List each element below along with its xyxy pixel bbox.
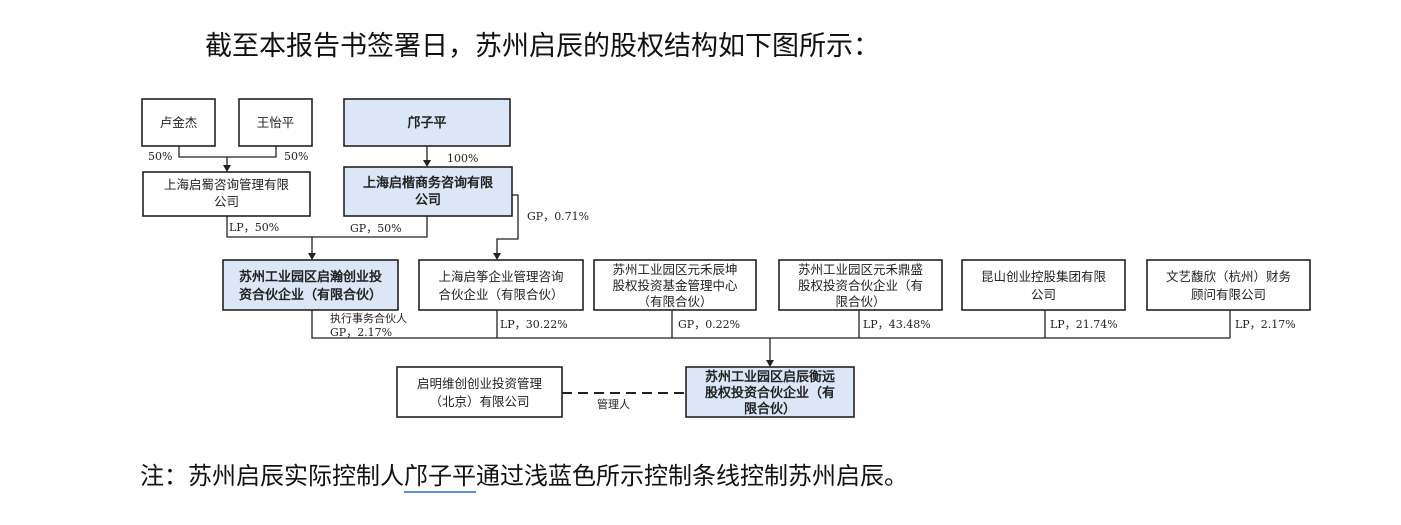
connector-lu-wang xyxy=(178,146,277,158)
svg-text:顾问有限公司: 顾问有限公司 xyxy=(1191,287,1266,302)
label-qishu-lp: LP，50% xyxy=(229,221,279,234)
svg-text:文艺馥欣（杭州）财务: 文艺馥欣（杭州）财务 xyxy=(1166,269,1291,284)
svg-text:限合伙）: 限合伙） xyxy=(835,294,885,309)
edge-labels: 50% 50% 100% LP，50% GP，50% GP，0.71% 执行事务… xyxy=(148,150,1296,411)
svg-text:上海启楷商务咨询有限: 上海启楷商务咨询有限 xyxy=(363,175,494,191)
svg-text:股权投资基金管理中心: 股权投资基金管理中心 xyxy=(612,278,738,293)
label-chenkun-gp: GP，0.22% xyxy=(678,318,740,331)
svg-text:（北京）有限公司: （北京）有限公司 xyxy=(429,394,529,409)
svg-text:公司: 公司 xyxy=(214,194,239,209)
label-qihan-gp: GP，2.17% xyxy=(330,326,392,339)
arrow-to-qihan xyxy=(308,253,316,260)
connector-bus xyxy=(311,310,1230,339)
footnote-controller: 邝子平 xyxy=(404,462,476,493)
label-manager: 管理人 xyxy=(597,397,630,411)
svg-text:昆山创业控股集团有限: 昆山创业控股集团有限 xyxy=(981,269,1107,284)
node-kunshan: 昆山创业控股集团有限 公司 xyxy=(961,259,1126,311)
svg-text:限合伙）: 限合伙） xyxy=(744,401,796,417)
footnote-prefix: 注：苏州启辰实际控制人 xyxy=(140,462,404,490)
svg-text:股权投资合伙企业（有: 股权投资合伙企业（有 xyxy=(705,385,835,401)
node-lu-jinjie: 卢金杰 xyxy=(141,98,216,147)
connector-qikai-qizheng xyxy=(496,194,519,253)
svg-text:苏州工业园区启瀚创业投: 苏州工业园区启瀚创业投 xyxy=(239,269,382,285)
connectors xyxy=(178,146,1231,394)
svg-text:股权投资合伙企业（有: 股权投资合伙企业（有 xyxy=(798,278,923,293)
node-kuang-ziping: 邝子平 xyxy=(343,98,511,147)
label-wenyi-lp: LP，2.17% xyxy=(1235,318,1296,331)
svg-text:公司: 公司 xyxy=(415,193,441,208)
label-lu-pct: 50% xyxy=(148,150,172,163)
label-dingsheng-lp: LP，43.48% xyxy=(863,318,931,331)
label-qihan-role: 执行事务合伙人 xyxy=(330,311,407,325)
node-shanghai-qikai: 上海启楷商务咨询有限 公司 xyxy=(343,166,513,217)
node-yuanhe-dingsheng: 苏州工业园区元禾鼎盛 股权投资合伙企业（有 限合伙） xyxy=(778,259,943,311)
arrow-to-qishu xyxy=(223,165,231,172)
svg-text:上海启蜀咨询管理有限: 上海启蜀咨询管理有限 xyxy=(164,177,290,192)
svg-text:（有限合伙）: （有限合伙） xyxy=(637,294,712,309)
footnote: 注：苏州启辰实际控制人邝子平通过浅蓝色所示控制条线控制苏州启辰。 xyxy=(140,456,908,493)
node-shanghai-qizheng: 上海启筝企业管理咨询 合伙企业（有限合伙） xyxy=(418,259,584,311)
node-wenyi-fuxin: 文艺馥欣（杭州）财务 顾问有限公司 xyxy=(1146,259,1311,311)
node-suzhou-qihan: 苏州工业园区启瀚创业投 资合伙企业（有限合伙） xyxy=(222,259,399,311)
svg-text:资合伙企业（有限合伙）: 资合伙企业（有限合伙） xyxy=(239,287,382,303)
connector-qishu-qikai xyxy=(226,216,428,238)
svg-text:邝子平: 邝子平 xyxy=(407,115,446,131)
node-wang-yiping: 王怡平 xyxy=(238,98,313,147)
node-qiming-beijing: 启明维创创业投资管理 （北京）有限公司 xyxy=(396,366,563,418)
label-qikai-gp: GP，50% xyxy=(350,222,402,235)
footnote-suffix: 通过浅蓝色所示控制条线控制苏州启辰。 xyxy=(476,462,908,490)
svg-text:上海启筝企业管理咨询: 上海启筝企业管理咨询 xyxy=(438,269,563,284)
label-qikai-qizheng-gp: GP，0.71% xyxy=(527,210,589,223)
svg-text:苏州工业园区启辰衡远: 苏州工业园区启辰衡远 xyxy=(705,369,835,385)
svg-text:公司: 公司 xyxy=(1031,287,1056,302)
label-wang-pct: 50% xyxy=(284,150,308,163)
node-shanghai-qishu: 上海启蜀咨询管理有限 公司 xyxy=(142,171,311,217)
label-qizheng-lp: LP，30.22% xyxy=(500,318,568,331)
node-yuanhe-chenkun: 苏州工业园区元禾辰坤 股权投资基金管理中心 （有限合伙） xyxy=(593,259,757,311)
svg-text:卢金杰: 卢金杰 xyxy=(160,115,198,130)
label-kuang-pct: 100% xyxy=(447,152,478,165)
svg-text:苏州工业园区元禾辰坤: 苏州工业园区元禾辰坤 xyxy=(612,262,737,277)
svg-text:合伙企业（有限合伙）: 合伙企业（有限合伙） xyxy=(438,287,563,302)
label-kunshan-lp: LP，21.74% xyxy=(1050,318,1118,331)
arrow-to-qikai xyxy=(423,160,431,167)
svg-text:王怡平: 王怡平 xyxy=(257,115,295,130)
svg-text:苏州工业园区元禾鼎盛: 苏州工业园区元禾鼎盛 xyxy=(798,262,923,277)
arrow-to-qichen xyxy=(766,360,774,367)
node-suzhou-qichen: 苏州工业园区启辰衡远 股权投资合伙企业（有 限合伙） xyxy=(685,366,855,418)
svg-text:启明维创创业投资管理: 启明维创创业投资管理 xyxy=(417,376,543,391)
page-heading: 截至本报告书签署日，苏州启辰的股权结构如下图所示： xyxy=(205,31,880,62)
arrow-to-qizheng xyxy=(493,253,501,260)
